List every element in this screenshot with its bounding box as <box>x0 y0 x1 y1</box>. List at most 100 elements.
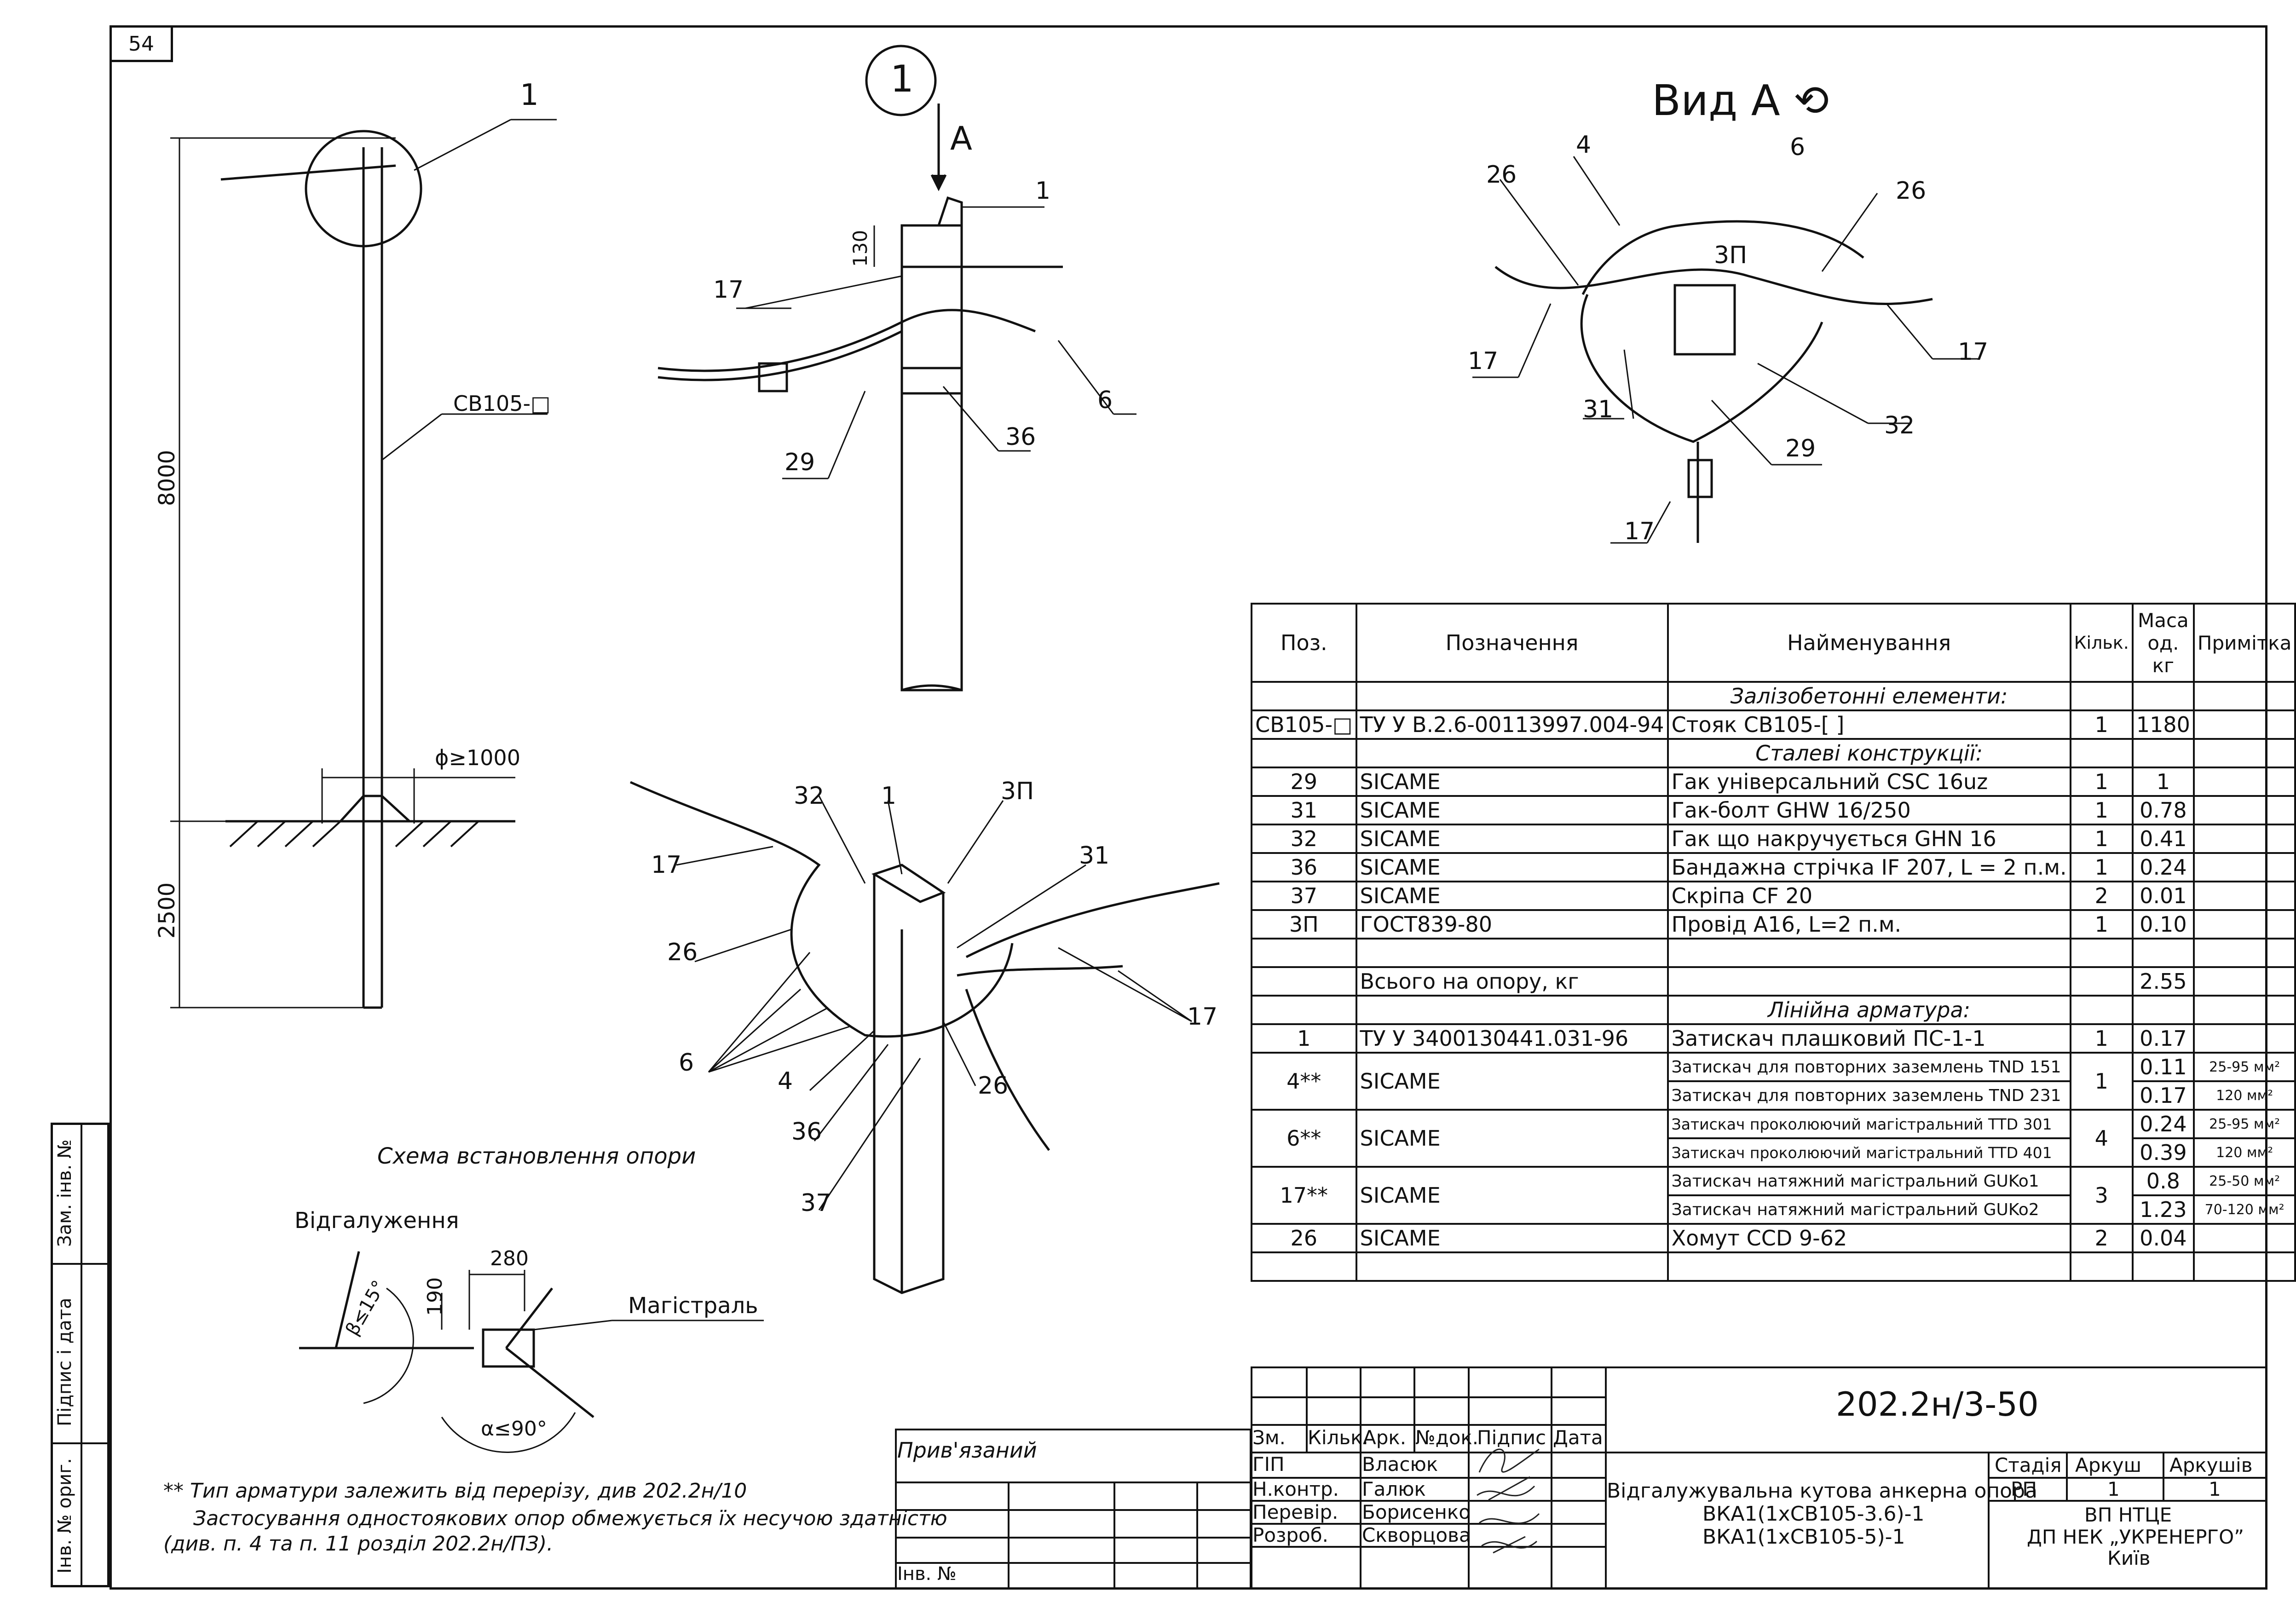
iso-p26b: 26 <box>978 1072 1009 1100</box>
name-rozrob: Скворцова <box>1362 1524 1471 1546</box>
scheme-280: 280 <box>490 1247 529 1270</box>
name-nkontr: Галюк <box>1362 1478 1426 1500</box>
org-line-3: Київ <box>2107 1547 2151 1569</box>
va-p17a: 17 <box>1468 347 1499 375</box>
role-gip: ГІП <box>1252 1453 1285 1476</box>
stage-label: Стадія <box>1995 1454 2062 1476</box>
iso-p1: 1 <box>881 782 897 810</box>
note-1: ** Тип арматури залежить від перерізу, д… <box>163 1479 747 1503</box>
title-line-3: ВКА1(1хСВ105-5)-1 <box>1702 1525 1905 1549</box>
iso-p4: 4 <box>778 1067 793 1095</box>
hdr-name: Найменування <box>1667 603 2071 683</box>
table-row: Затискач проколюючий магістральний TTD 4… <box>1252 1137 2296 1168</box>
depth-dim: 2500 <box>154 882 180 939</box>
va-p6: 6 <box>1790 133 1806 161</box>
iso-p37: 37 <box>801 1189 831 1217</box>
sheets-value: 1 <box>2209 1478 2221 1500</box>
sheet-label: Аркуш <box>2075 1454 2142 1476</box>
sec-steel: Сталеві конструкції: <box>1667 738 2071 768</box>
stage-value: РП <box>2011 1478 2037 1500</box>
note-2: Застосування одностоякових опор обмежуєт… <box>193 1507 947 1530</box>
role-nkontr: Н.контр. <box>1252 1478 1339 1500</box>
iso-p17b: 17 <box>1187 1003 1218 1031</box>
title-line-2: ВКА1(1хСВ105-3.6)-1 <box>1702 1502 1925 1526</box>
attached-label: Прив'язаний <box>897 1438 1037 1463</box>
title-line-1: Відгалужувальна кутова анкерна опора <box>1607 1479 2037 1503</box>
col-data: Дата <box>1553 1426 1603 1449</box>
view-a-text: Вид А <box>1652 76 1780 125</box>
col-ark: Арк. <box>1363 1426 1407 1449</box>
name-perevir: Борисенко <box>1362 1501 1471 1523</box>
margin-stamp <box>51 1123 110 1587</box>
va-p29: 29 <box>1785 435 1816 462</box>
table-row: Затискач для повторних заземлень TND 231… <box>1252 1080 2296 1111</box>
sec-line: Лінійна арматура: <box>1667 995 2071 1025</box>
table-row: 6**SICAME Затискач проколюючий магістрал… <box>1251 1109 2296 1168</box>
doc-code: 202.2н/3-50 <box>1836 1385 2039 1424</box>
specification-table: Поз. Позначення Найменування Кільк. Маса… <box>1251 603 2296 1282</box>
sheet-value: 1 <box>2107 1478 2120 1500</box>
rotation-icon: ⟲ <box>1780 76 1829 125</box>
table-row: 4**SICAME Затискач для повторних заземле… <box>1251 1052 2296 1111</box>
hdr-pos: Поз. <box>1251 603 1357 683</box>
pole-label: СВ105-□ <box>453 391 551 416</box>
va-p26b: 26 <box>1896 177 1927 205</box>
hdr-note: Примітка <box>2192 603 2296 683</box>
va-p31: 31 <box>1583 396 1614 423</box>
detail-p29: 29 <box>785 449 815 476</box>
iso-zp: 3П <box>1001 778 1034 805</box>
note-3: (див. п. 4 та п. 11 розділ 202.2н/ПЗ). <box>163 1532 554 1556</box>
org-line-2: ДП НЕК „УКРЕНЕРГО” <box>2027 1526 2244 1548</box>
view-a-title: Вид А ⟲ <box>1652 76 1829 125</box>
callout-main: 1 <box>890 58 914 100</box>
role-perevir: Перевір. <box>1252 1501 1338 1523</box>
sec-concrete: Залізобетонні елементи: <box>1667 681 2071 711</box>
va-p32: 32 <box>1884 412 1915 439</box>
col-kilk: Кільк. <box>1308 1426 1368 1449</box>
detail-p17: 17 <box>713 276 744 304</box>
detail-130: 130 <box>849 230 871 267</box>
iso-p6: 6 <box>679 1049 694 1077</box>
role-rozrob: Розроб. <box>1252 1524 1328 1546</box>
col-zm: Зм. <box>1252 1426 1286 1449</box>
org-line-1: ВП НТЦЕ <box>2084 1504 2172 1526</box>
hdr-designation: Позначення <box>1355 603 1669 683</box>
hdr-mass: Маса од. кг <box>2131 603 2195 683</box>
name-gip: Власюк <box>1362 1453 1438 1476</box>
va-p26a: 26 <box>1486 161 1517 189</box>
iso-p31: 31 <box>1079 842 1110 870</box>
scheme-branch: Відгалуження <box>294 1208 459 1234</box>
sheets-label: Аркушів <box>2169 1454 2253 1476</box>
inv-no-label: Інв. № <box>897 1563 957 1585</box>
detail-p6: 6 <box>1097 386 1113 414</box>
detail-p1: 1 <box>1035 177 1051 205</box>
va-p17b: 17 <box>1958 338 1989 366</box>
iso-p17a: 17 <box>651 851 682 879</box>
signatures <box>1477 1448 1540 1554</box>
height-dim: 8000 <box>154 450 180 506</box>
scheme-190: 190 <box>423 1277 447 1316</box>
base-label: ϕ≥1000 <box>435 745 520 770</box>
scheme-alpha: α≤90° <box>481 1417 547 1441</box>
va-p4: 4 <box>1576 131 1592 159</box>
arrow-label: А <box>950 120 972 157</box>
iso-p26a: 26 <box>667 939 698 966</box>
hdr-qty: Кільк. <box>2069 603 2134 683</box>
elev-callout: 1 <box>520 78 539 112</box>
scheme-title: Схема встановлення опори <box>377 1143 696 1169</box>
iso-p36: 36 <box>791 1118 822 1146</box>
scheme-main: Магістраль <box>628 1293 758 1319</box>
col-pidpys: Підпис <box>1477 1426 1546 1449</box>
